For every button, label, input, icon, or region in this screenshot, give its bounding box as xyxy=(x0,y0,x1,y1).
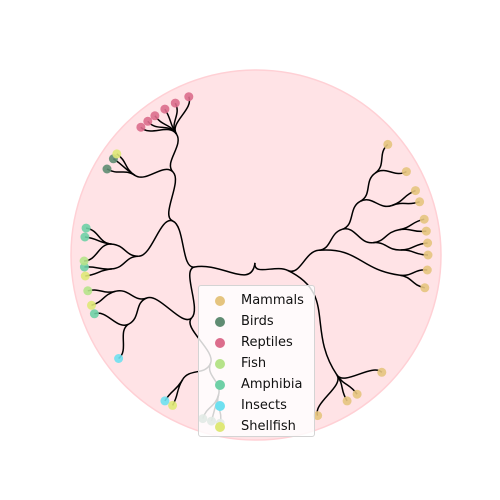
legend-marker-reptiles xyxy=(215,337,225,348)
tree-link xyxy=(341,200,361,231)
leaf-point-birds xyxy=(102,164,112,174)
legend-item-insects: Insects xyxy=(207,395,308,416)
background-disk xyxy=(70,69,442,441)
tree-link xyxy=(111,243,139,257)
leaf-point-shellfish xyxy=(168,400,178,410)
tree-link xyxy=(172,220,195,268)
tree-link xyxy=(167,171,177,222)
leaf-point-amphibia xyxy=(89,309,99,319)
leaf-point-reptiles xyxy=(150,111,160,121)
leaf-point-reptiles xyxy=(143,116,153,126)
tree-link xyxy=(115,289,148,300)
leaf-point-insects xyxy=(160,396,170,406)
tree-link xyxy=(189,266,196,319)
leaf-point-mammals xyxy=(342,396,352,406)
legend-item-mammals: Mammals xyxy=(207,290,308,311)
tree-link xyxy=(372,241,401,251)
leaf-point-mammals xyxy=(383,139,393,149)
legend-label-birds: Birds xyxy=(241,314,274,329)
leaf-point-reptiles xyxy=(136,122,146,132)
leaf-point-mammals xyxy=(352,389,362,399)
tree-link xyxy=(341,228,373,244)
legend-item-amphibia: Amphibia xyxy=(207,374,308,395)
legend-item-birds: Birds xyxy=(207,311,308,332)
legend-label-shellfish: Shellfish xyxy=(241,419,296,434)
legend-marker-fish xyxy=(215,358,225,369)
leaf-point-mammals xyxy=(420,283,430,293)
leaf-point-mammals xyxy=(377,367,387,377)
legend-item-reptiles: Reptiles xyxy=(207,332,308,353)
leaf-point-fish xyxy=(79,256,89,266)
legend-label-insects: Insects xyxy=(241,398,287,413)
leaf-point-mammals xyxy=(415,197,425,207)
legend-label-amphibia: Amphibia xyxy=(241,377,303,392)
tree-link xyxy=(138,220,173,257)
leaf-point-shellfish xyxy=(112,149,122,159)
leaf-point-mammals xyxy=(421,226,431,236)
legend-item-fish: Fish xyxy=(207,353,308,374)
leaf-point-reptiles xyxy=(160,104,170,114)
leaf-point-mammals xyxy=(422,265,432,275)
leaf-point-shellfish xyxy=(80,271,90,281)
legend: Mammals Birds Reptiles Fish Amphibia Ins… xyxy=(198,285,315,437)
leaf-point-mammals xyxy=(313,411,323,421)
leaf-point-mammals xyxy=(419,214,429,224)
leaf-point-mammals xyxy=(401,167,411,177)
legend-label-mammals: Mammals xyxy=(241,293,304,308)
leaf-point-mammals xyxy=(411,186,420,196)
legend-label-fish: Fish xyxy=(241,356,267,371)
leaf-point-insects xyxy=(114,354,124,363)
legend-marker-mammals xyxy=(215,295,225,306)
legend-marker-shellfish xyxy=(215,421,225,432)
tree-link xyxy=(287,249,319,273)
legend-marker-amphibia xyxy=(215,379,225,390)
legend-marker-birds xyxy=(215,316,225,327)
legend-marker-insects xyxy=(215,400,225,411)
leaf-point-reptiles xyxy=(170,98,180,108)
leaf-point-mammals xyxy=(423,250,433,260)
leaf-point-shellfish xyxy=(87,300,96,310)
tree-link xyxy=(146,296,193,321)
legend-label-reptiles: Reptiles xyxy=(241,335,293,350)
tree-link xyxy=(194,262,256,276)
tree-link xyxy=(359,172,376,202)
leaf-point-mammals xyxy=(423,238,433,248)
leaf-point-amphibia xyxy=(80,232,90,242)
leaf-point-reptiles xyxy=(184,92,194,102)
tree-link xyxy=(287,269,338,376)
tree-link xyxy=(134,168,174,178)
leaf-point-fish xyxy=(83,286,93,296)
tree-link xyxy=(359,199,393,208)
tree-link xyxy=(169,133,179,173)
tree-link xyxy=(318,249,400,276)
legend-item-shellfish: Shellfish xyxy=(207,416,308,437)
leaf-point-amphibia xyxy=(81,223,91,233)
